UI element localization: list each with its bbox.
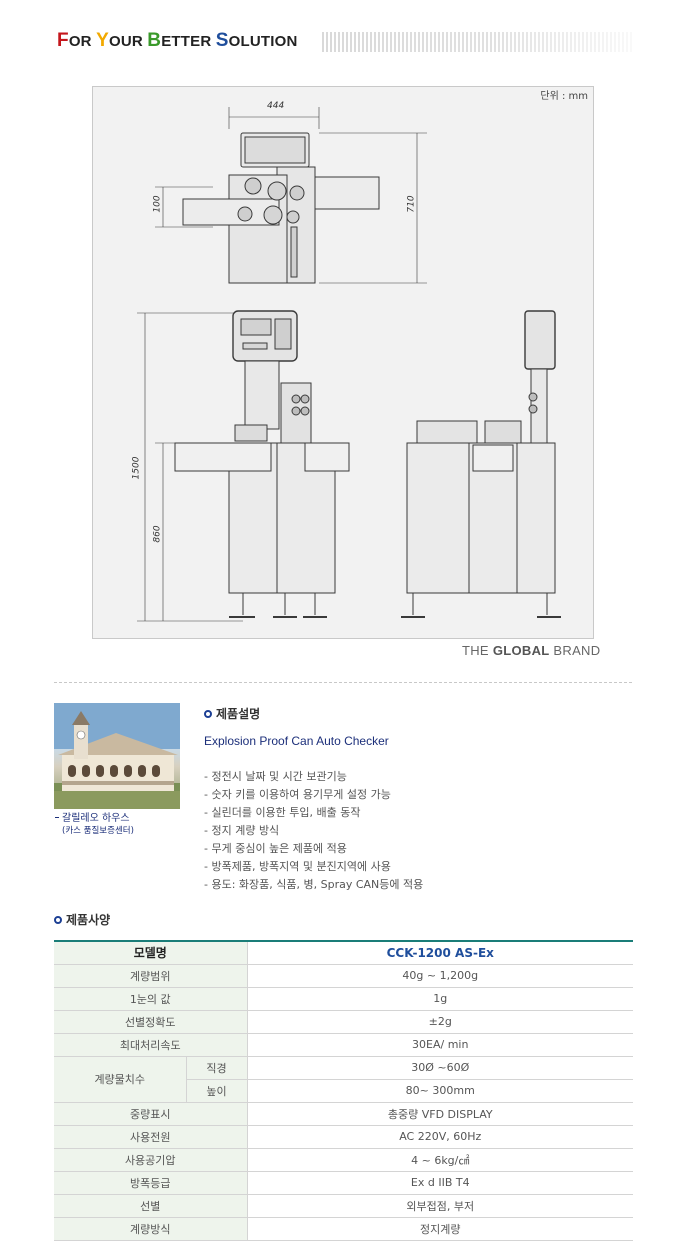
spec-label: 계량범위 (54, 964, 248, 988)
dim-top-width: 444 (267, 101, 285, 111)
spec-value: 정지계량 (247, 1217, 633, 1241)
bullet-icon (54, 916, 62, 924)
spec-header-value: CCK-1200 AS-Ex (247, 941, 633, 965)
slogan-rest-2: OUR (108, 33, 148, 50)
spec-label: 사용공기압 (54, 1148, 248, 1172)
spec-value: 총중량 VFD DISPLAY (247, 1102, 633, 1126)
spec-value: 4 ~ 6kg/㎠ (247, 1148, 633, 1172)
spec-value: 80~ 300mm (247, 1079, 633, 1103)
section-divider (54, 682, 632, 683)
spec-label: 사용전원 (54, 1125, 248, 1149)
spec-label: 선별정확도 (54, 1010, 248, 1034)
feature-item: - 정지 계량 방식 (204, 824, 280, 837)
brand-suffix: BRAND (549, 643, 601, 658)
description-title-text: 제품설명 (216, 707, 261, 721)
slogan-cap-4: S (215, 30, 229, 51)
spec-section-title: 제품사양 (54, 911, 110, 928)
slogan-rest-4: OLUTION (228, 33, 298, 50)
spec-label: 1눈의 값 (54, 987, 248, 1011)
feature-item: - 용도: 화장품, 식품, 병, Spray CAN등에 적용 (204, 878, 424, 891)
table-row: 계량범위 40g ~ 1,200g (54, 964, 633, 988)
feature-item: - 정전시 날짜 및 시간 보관기능 (204, 770, 347, 783)
table-row: 계량방식 정지계량 (54, 1217, 633, 1241)
header-stripe-decoration (322, 32, 634, 52)
technical-drawing: 단위 : mm (92, 86, 594, 639)
bullet-icon (204, 710, 212, 718)
spec-label: 선별 (54, 1194, 248, 1218)
table-row: 사용전원 AC 220V, 60Hz (54, 1125, 633, 1149)
photo-caption: 갈릴레오 하우스 (카스 품질보증센터) (62, 812, 134, 838)
spec-sublabel: 높이 (186, 1079, 248, 1103)
spec-value: 30Ø ~60Ø (247, 1056, 633, 1080)
dim-total-height: 1500 (131, 456, 142, 480)
table-row: 계량물치수 직경 30Ø ~60Ø (54, 1056, 633, 1103)
table-row: 최대처리속도 30EA/ min (54, 1033, 633, 1057)
dim-side: 100 (152, 195, 163, 213)
feature-item: - 실린더를 이용한 투입, 배출 동작 (204, 806, 361, 819)
photo-caption-line2: (카스 품질보증센터) (62, 826, 134, 836)
spec-label: 계량방식 (54, 1217, 248, 1241)
dim-table-height: 860 (152, 525, 163, 543)
table-row: 선별 외부접점, 부저 (54, 1194, 633, 1218)
table-row: 높이 80~ 300mm (54, 1079, 633, 1103)
brand-bold: GLOBAL (492, 643, 550, 658)
caption-tick (55, 817, 59, 818)
slogan-cap-3: B (147, 30, 162, 51)
product-title: Explosion Proof Can Auto Checker (204, 734, 389, 748)
feature-item: - 방폭제품, 방폭지역 및 분진지역에 사용 (204, 860, 391, 873)
slogan: FOR YOUR BETTER SOLUTION (57, 30, 298, 52)
spec-label: 방폭등급 (54, 1171, 248, 1195)
drawing-lines (137, 107, 561, 622)
spec-sublabel: 직경 (186, 1056, 248, 1080)
table-row: 선별정확도 ±2g (54, 1010, 633, 1034)
spec-value: 40g ~ 1,200g (247, 964, 633, 988)
unit-label: 단위 : mm (540, 91, 588, 102)
slogan-rest-3: ETTER (161, 33, 216, 50)
feature-item: - 숫자 키를 이용하여 용기무게 설정 가능 (204, 788, 391, 801)
description-section-title: 제품설명 (204, 705, 260, 722)
dim-top-height: 710 (406, 195, 417, 213)
feature-item: - 무게 중심이 높은 제품에 적용 (204, 842, 347, 855)
feature-list: - 정전시 날짜 및 시간 보관기능 - 숫자 키를 이용하여 용기무게 설정 … (204, 768, 423, 894)
brand-prefix: THE (462, 643, 493, 658)
spec-value: 외부접점, 부저 (247, 1194, 633, 1218)
slogan-rest-1: OR (68, 33, 97, 50)
spec-value: 30EA/ min (247, 1033, 633, 1057)
slogan-cap-1: F (57, 30, 69, 51)
spec-table: 모델명 CCK-1200 AS-Ex 계량범위 40g ~ 1,200g 1눈의… (54, 940, 633, 1241)
spec-header-label: 모델명 (54, 941, 248, 965)
spec-value: Ex d IIB T4 (247, 1171, 633, 1195)
spec-value: 1g (247, 987, 633, 1011)
table-row: 중량표시 총중량 VFD DISPLAY (54, 1102, 633, 1126)
building-photo (54, 703, 180, 809)
spec-title-text: 제품사양 (66, 913, 111, 927)
spec-value: ±2g (247, 1010, 633, 1034)
table-row: 1눈의 값 1g (54, 987, 633, 1011)
spec-header-row: 모델명 CCK-1200 AS-Ex (54, 941, 633, 965)
photo-caption-line1: 갈릴레오 하우스 (62, 813, 130, 824)
spec-value: AC 220V, 60Hz (247, 1125, 633, 1149)
spec-label: 중량표시 (54, 1102, 248, 1126)
table-row: 방폭등급 Ex d IIB T4 (54, 1171, 633, 1195)
slogan-cap-2: Y (96, 30, 109, 51)
spec-label: 최대처리속도 (54, 1033, 248, 1057)
brand-logo: THE GLOBAL BRAND (462, 643, 600, 658)
spec-group-label: 계량물치수 (54, 1056, 187, 1103)
table-row: 사용공기압 4 ~ 6kg/㎠ (54, 1148, 633, 1172)
